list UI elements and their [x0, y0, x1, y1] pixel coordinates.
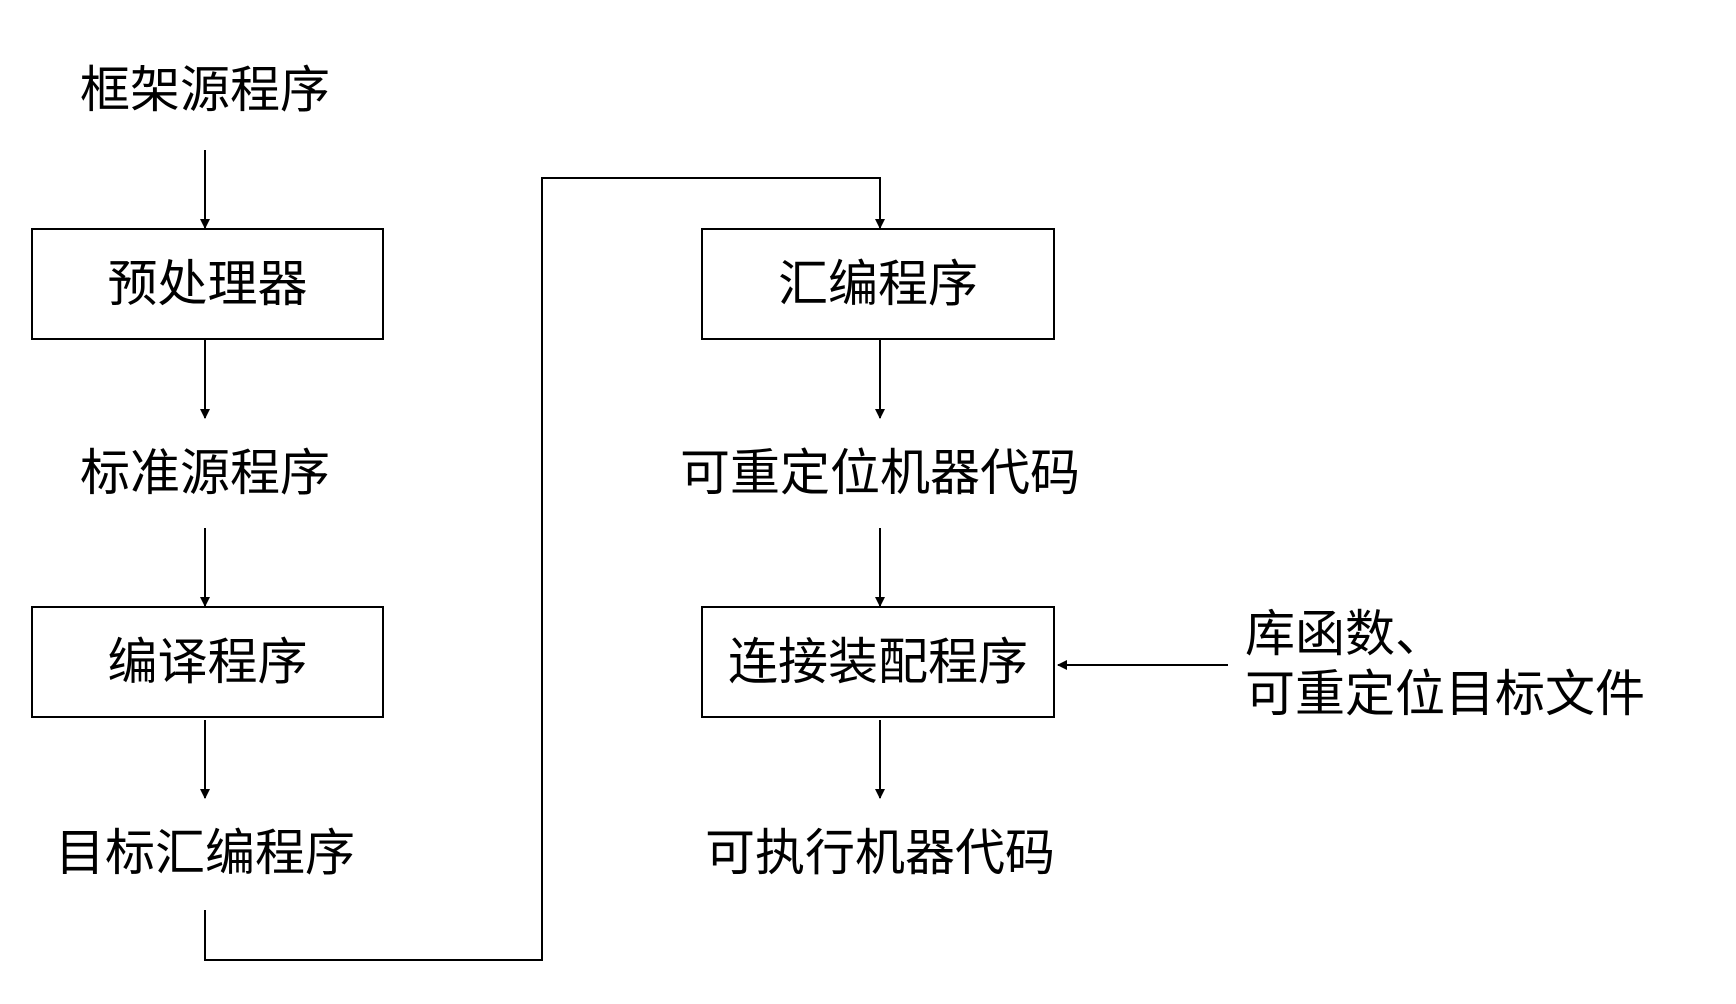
relocatable-code-label: 可重定位机器代码	[680, 444, 1080, 502]
standard-source-label: 标准源程序	[80, 444, 330, 502]
compiler-box: 编译程序	[31, 606, 384, 718]
assembler-box: 汇编程序	[701, 228, 1055, 340]
assembler-label: 汇编程序	[778, 255, 978, 313]
library-input-line-2: 可重定位目标文件	[1245, 665, 1645, 723]
connector-target-to-assembler	[204, 177, 885, 961]
compiler-label: 编译程序	[107, 633, 308, 691]
preprocessor-label: 预处理器	[107, 255, 308, 313]
executable-code-label: 可执行机器代码	[705, 824, 1055, 882]
library-input-label: 库函数、 可重定位目标文件	[1245, 604, 1645, 724]
target-assembly-label: 目标汇编程序	[55, 824, 355, 882]
framework-source-label: 框架源程序	[80, 61, 330, 119]
library-input-line-1: 库函数、	[1245, 605, 1445, 663]
linker-loader-label: 连接装配程序	[728, 633, 1028, 691]
preprocessor-box: 预处理器	[31, 228, 384, 340]
linker-loader-box: 连接装配程序	[701, 606, 1055, 718]
